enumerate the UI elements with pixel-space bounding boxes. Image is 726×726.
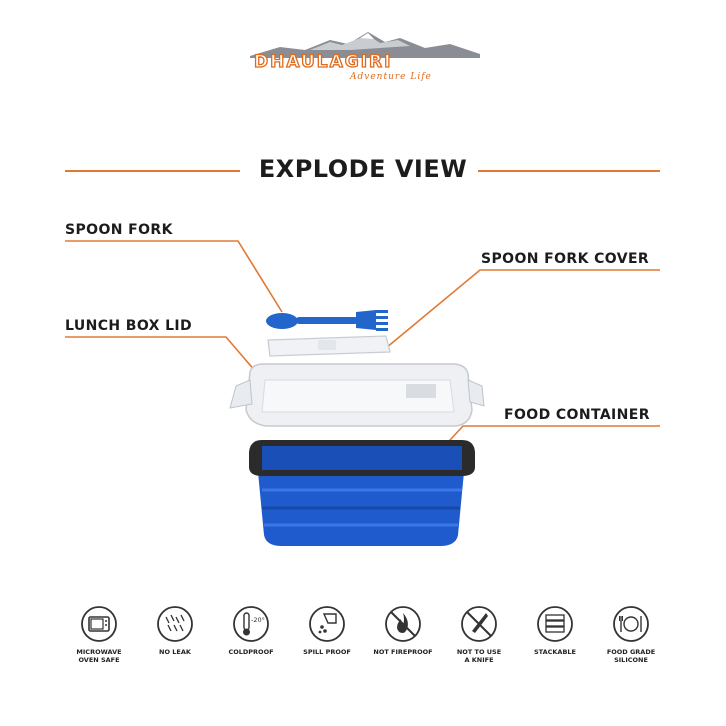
callout-spoon-fork: SPOON FORK [65, 222, 173, 238]
feature-not-fireproof: NOT FIREPROOF [363, 605, 443, 656]
feature-microwave: MICROWAVE OVEN SAFE [59, 605, 139, 664]
thermometer-icon: -20° [233, 606, 269, 642]
food-grade-icon [613, 606, 649, 642]
no-knife-icon [461, 606, 497, 642]
feature-label: SPILL PROOF [303, 648, 351, 656]
microwave-icon [81, 606, 117, 642]
feature-food-grade: FOOD GRADE SILICONE [591, 605, 671, 664]
feature-label: NO LEAK [159, 648, 191, 656]
feature-coldproof: -20° COLDPROOF [211, 605, 291, 656]
title-rule-left [65, 170, 240, 172]
feature-icon-row: MICROWAVE OVEN SAFE NO LEAK -20° COLDPRO… [0, 605, 726, 705]
not-fireproof-icon [385, 606, 421, 642]
spoon-fork-illustration [266, 310, 388, 331]
stackable-icon [537, 606, 573, 642]
page-title: EXPLODE VIEW [258, 155, 468, 183]
feature-stackable: STACKABLE [515, 605, 595, 656]
feature-label: COLDPROOF [228, 648, 274, 656]
title-rule-right [478, 170, 660, 172]
leader-line-spoon-fork [65, 240, 283, 313]
feature-no-leak: NO LEAK [135, 605, 215, 656]
leader-line-spoon-fork-cover [385, 269, 660, 349]
feature-label: NOT FIREPROOF [373, 648, 433, 656]
brand-logo: DHAULAGIRI Adventure Life [250, 30, 480, 82]
coldproof-value: -20° [251, 616, 265, 624]
no-leak-icon [157, 606, 193, 642]
feature-label: MICROWAVE OVEN SAFE [76, 648, 122, 664]
food-container-illustration [249, 440, 475, 546]
callout-food-container: FOOD CONTAINER [504, 407, 650, 423]
callout-spoon-fork-cover: SPOON FORK COVER [481, 251, 650, 267]
spoon-fork-cover-illustration [267, 335, 391, 357]
feature-label: NOT TO USE A KNIFE [456, 648, 502, 664]
feature-label: FOOD GRADE SILICONE [606, 648, 656, 664]
brand-name: DHAULAGIRI [253, 51, 393, 72]
feature-spill-proof: SPILL PROOF [287, 605, 367, 656]
lunch-box-lid-illustration [229, 363, 485, 427]
mountain-range-icon [250, 32, 480, 58]
spill-proof-icon [309, 606, 345, 642]
feature-no-knife: NOT TO USE A KNIFE [439, 605, 519, 664]
feature-label: STACKABLE [533, 648, 576, 656]
brand-tagline: Adventure Life [350, 72, 432, 82]
leader-line-lunch-box-lid [65, 336, 269, 387]
callout-lunch-box-lid: LUNCH BOX LID [65, 318, 193, 334]
